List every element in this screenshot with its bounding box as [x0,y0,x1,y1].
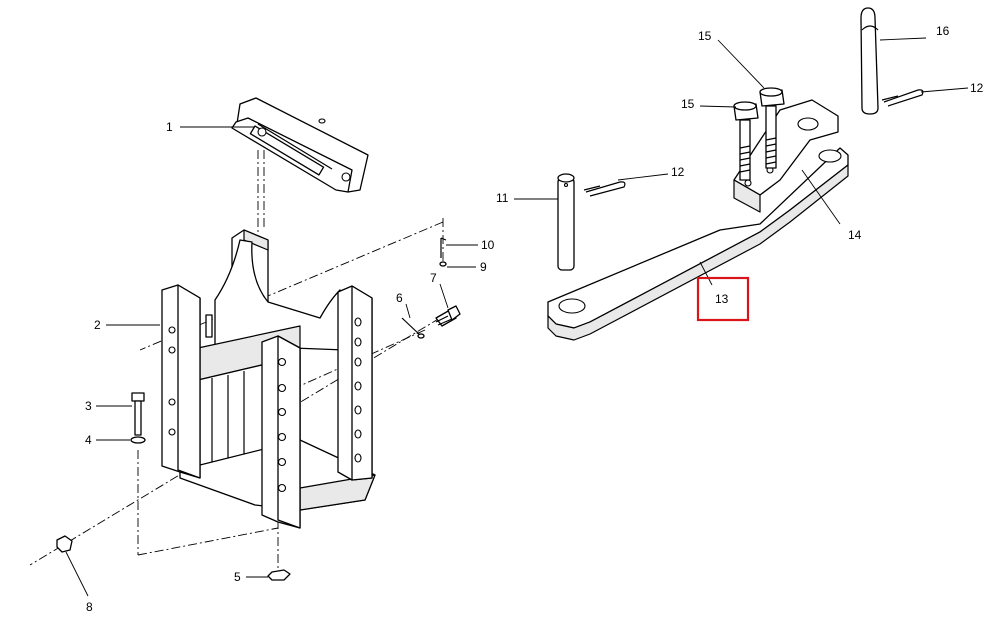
selected-callout-highlight [696,276,750,322]
part-16-u-pin [860,7,879,115]
part-5-nut [267,569,291,581]
callout-1[interactable]: 1 [166,120,173,134]
part-7-bolt [435,305,461,327]
part-12-linch-pin-a [583,181,626,197]
callout-4[interactable]: 4 [85,433,92,447]
part-15-bolt-b [759,87,785,169]
callout-5[interactable]: 5 [234,570,241,584]
callout-15b[interactable]: 15 [681,97,695,111]
callout-12a[interactable]: 12 [671,165,685,179]
part-2-main-frame [161,229,376,529]
part-8-nut [56,535,73,553]
callout-7[interactable]: 7 [430,271,437,285]
callout-16[interactable]: 16 [936,24,950,38]
callout-labels: 1 2 3 4 5 6 7 8 9 10 11 12 12 13 14 15 1… [85,24,984,614]
part-3-bolt [131,392,145,436]
callout-2[interactable]: 2 [94,318,101,332]
callout-3[interactable]: 3 [85,399,92,413]
callout-11[interactable]: 11 [496,191,509,205]
callout-13[interactable]: 13 [715,292,729,306]
part-12-linch-pin-b [881,89,924,107]
part-13-drawbar [547,147,849,341]
part-10-pin [440,237,447,258]
callout-14[interactable]: 14 [848,228,862,242]
callout-12b[interactable]: 12 [970,81,984,95]
part-4-washer [130,436,146,444]
part-14-clamp-plate [733,99,839,213]
leader-lines [65,37,969,597]
callout-6[interactable]: 6 [396,291,403,305]
part-6-pin [401,317,425,339]
callout-15a[interactable]: 15 [698,29,712,43]
part-11-pin [557,173,575,271]
part-1-top-plate [231,97,369,193]
callout-9[interactable]: 9 [480,260,487,274]
part-15-bolt-a [733,101,759,181]
callout-10[interactable]: 10 [481,238,495,252]
part-9-washer [439,261,447,267]
callout-8[interactable]: 8 [86,600,93,614]
